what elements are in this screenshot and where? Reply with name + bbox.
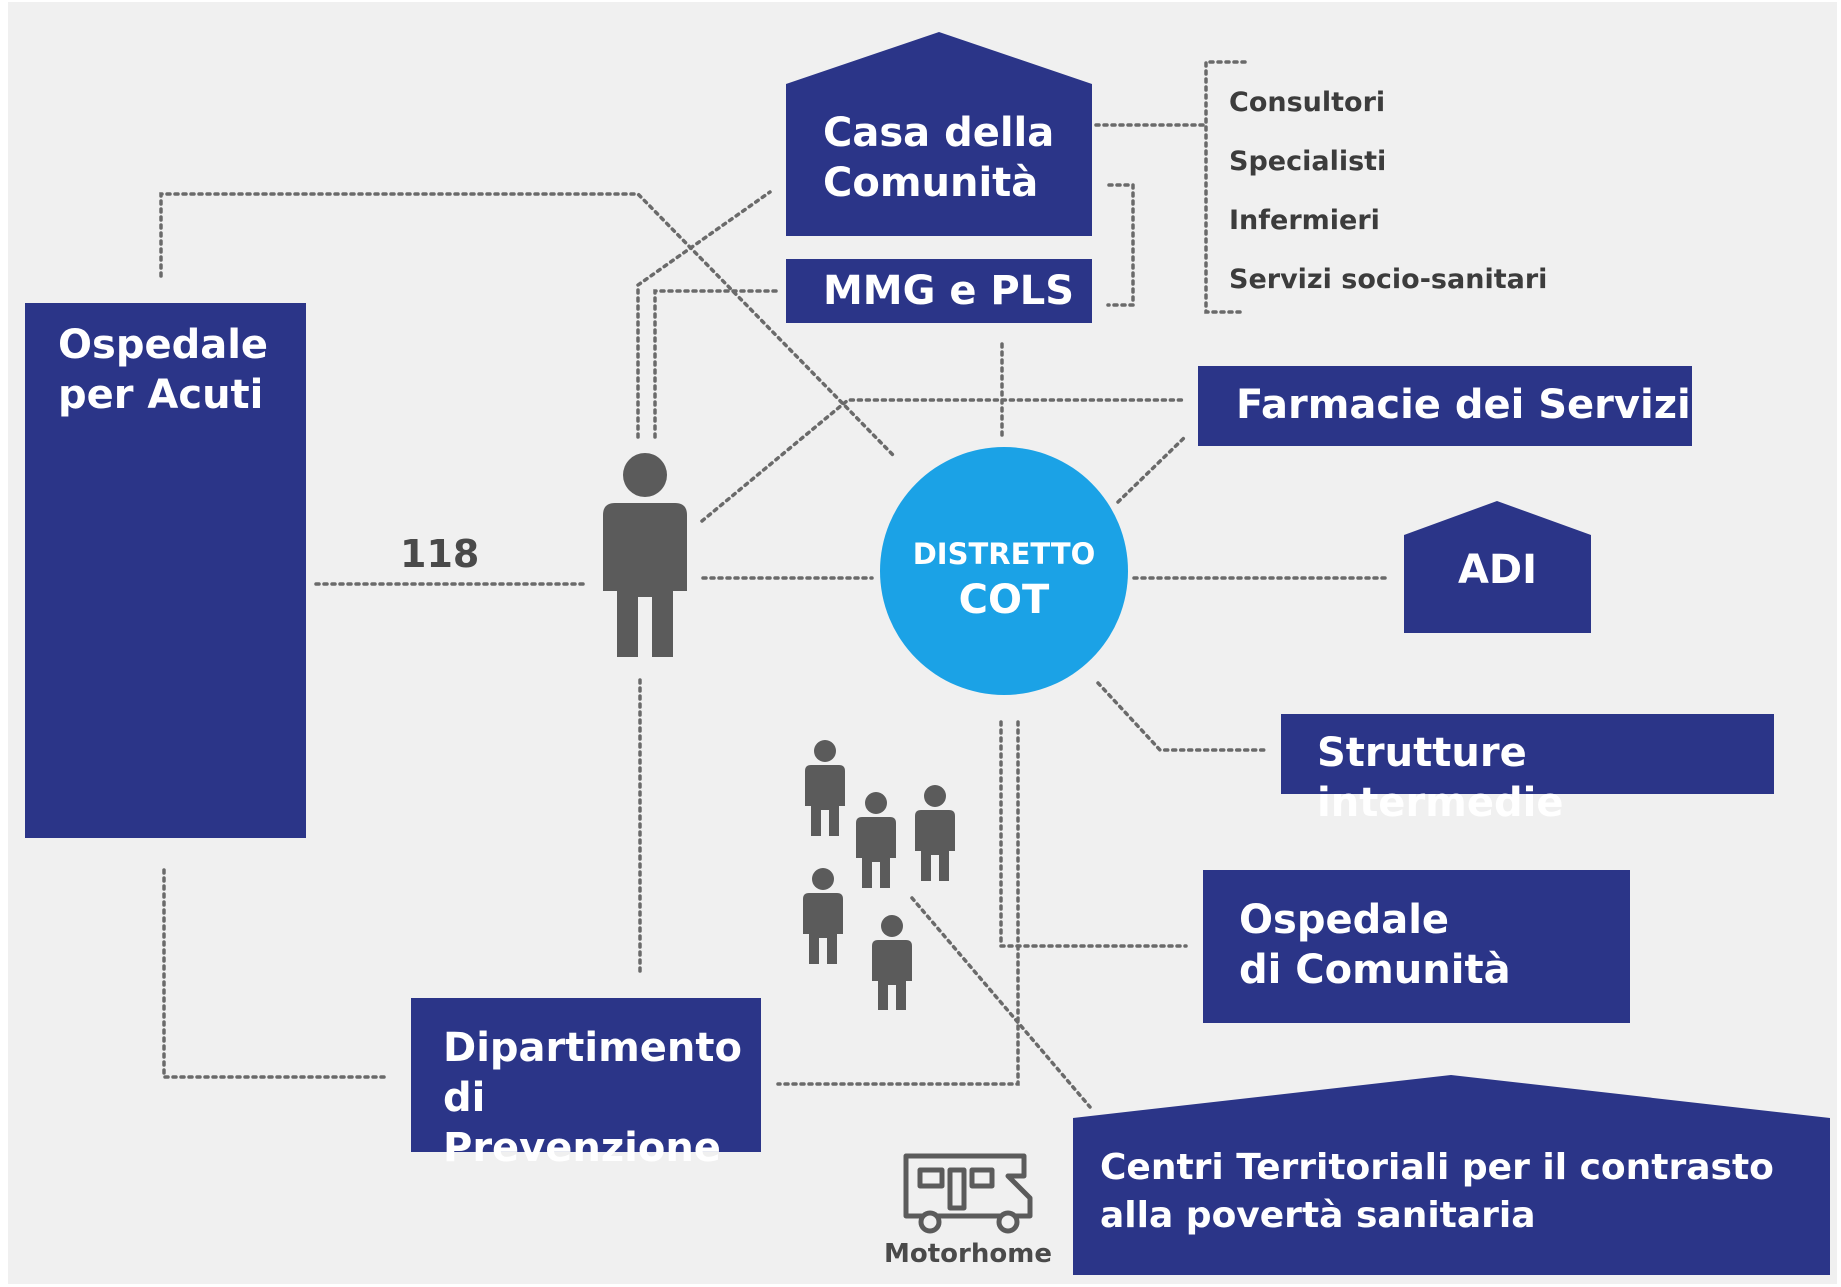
service-consultori: Consultori — [1229, 87, 1386, 118]
ospedale-acuti-node: Ospedale per Acuti — [25, 303, 306, 838]
casa-comunita-label-line2: Comunità — [823, 160, 1039, 206]
dipartimento-node: Dipartimento di Prevenzione — [411, 998, 761, 1171]
link-ospedale-acuti-dipartimento — [162, 868, 388, 1079]
people-group-icon — [803, 740, 955, 1010]
casa-comunita-label-line1: Casa della — [823, 110, 1055, 156]
link-cot-ospedale-comunita — [999, 720, 1188, 948]
ospedale-comunita-label-line1: Ospedale — [1239, 897, 1450, 943]
cot-label: COT — [958, 577, 1050, 623]
strutture-label: Strutture intermedie — [1317, 730, 1564, 826]
link-casa-mmg — [1106, 183, 1135, 307]
mmg-pls-label: MMG e PLS — [823, 268, 1075, 314]
link-cot-strutture — [1096, 681, 1266, 752]
link-group-centri — [910, 896, 1092, 1109]
service-infermieri: Infermieri — [1229, 205, 1380, 236]
services-bracket — [1204, 60, 1247, 314]
service-socio-sanitari: Servizi socio-sanitari — [1229, 264, 1548, 295]
motorhome-icon — [903, 1153, 1033, 1234]
dipartimento-label-line2: di Prevenzione — [443, 1075, 721, 1171]
farmacie-label: Farmacie dei Servizi — [1236, 382, 1691, 428]
ospedale-acuti-label-line1: Ospedale — [58, 322, 269, 368]
link-cot-dipartimento — [776, 720, 1020, 1086]
service-specialisti: Specialisti — [1229, 146, 1387, 177]
distretto-cot-node: DISTRETTO COT — [880, 447, 1128, 695]
adi-shape — [1404, 501, 1591, 633]
centri-label-line1: Centri Territoriali per il contrasto — [1100, 1147, 1774, 1188]
motorhome-label: Motorhome — [884, 1239, 1052, 1269]
link-118-label: 118 — [400, 532, 480, 576]
adi-label: ADI — [1457, 547, 1538, 593]
mmg-pls-node: MMG e PLS — [786, 259, 1092, 323]
ospedale-comunita-node: Ospedale di Comunità — [1203, 870, 1630, 1023]
link-cot-farmacie — [1116, 434, 1188, 504]
strutture-node: Strutture intermedie — [1281, 714, 1774, 826]
centri-node: Centri Territoriali per il contrasto all… — [1073, 1144, 1830, 1254]
centri-label-line2: alla povertà sanitaria — [1100, 1195, 1536, 1236]
centri-shape — [1073, 1075, 1830, 1275]
ospedale-acuti-label-line2: per Acuti — [58, 372, 264, 418]
adi-node: ADI — [1404, 545, 1591, 605]
link-person-mmg — [653, 289, 782, 439]
link-ospedale-acuti-cot — [159, 192, 895, 457]
farmacie-node: Farmacie dei Servizi — [1198, 366, 1692, 446]
person-icon — [603, 453, 687, 657]
casa-comunita-shape — [786, 32, 1092, 236]
casa-comunita-node: Casa della Comunità — [786, 98, 1092, 236]
dipartimento-label-line1: Dipartimento — [443, 1025, 742, 1071]
link-person-farmacie — [700, 398, 1188, 523]
casa-services-list: Consultori Specialisti Infermieri Serviz… — [1229, 82, 1547, 318]
ospedale-comunita-label-line2: di Comunità — [1239, 947, 1511, 993]
link-person-casa — [636, 190, 772, 439]
distretto-label: DISTRETTO — [912, 537, 1096, 571]
